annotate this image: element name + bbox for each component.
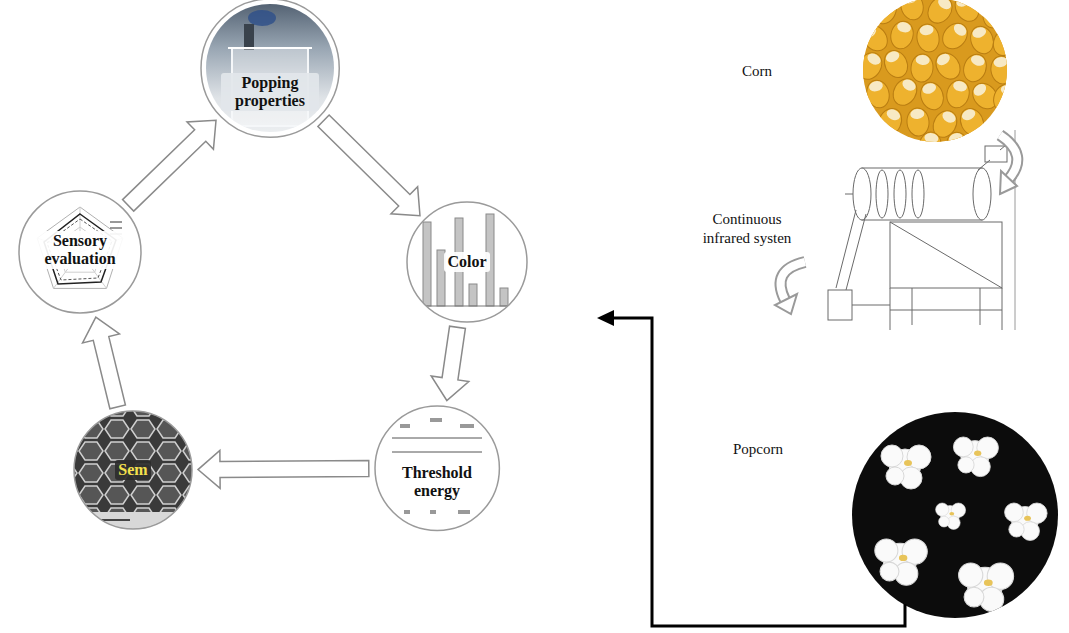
- process-arrow: [1000, 135, 1017, 194]
- circle-border: [407, 202, 527, 322]
- stage-label: Continuous infrared systen: [688, 210, 806, 248]
- node-title: Popping properties: [221, 73, 319, 111]
- text-holder: Threshold energy: [389, 463, 485, 501]
- evaluation-circle: Popping properties: [200, 0, 340, 138]
- text-holder: Sensory evaluation: [32, 231, 128, 269]
- hollow-arrow: [83, 317, 126, 409]
- node-title: Color: [444, 252, 489, 272]
- circle-border: [74, 411, 192, 529]
- feedback-arrow: [597, 310, 905, 626]
- circle-border: [19, 191, 141, 313]
- circle-outline: [200, 0, 340, 138]
- evaluation-circle: Sensory evaluation: [18, 190, 142, 314]
- popping-photo: [200, 0, 340, 140]
- hollow-arrow: [318, 115, 420, 216]
- process-arrow: [775, 262, 805, 314]
- circle-border: [201, 0, 339, 137]
- node-title: Sensory evaluation: [32, 231, 128, 269]
- circle-border: [375, 406, 499, 530]
- text-holder: Sem: [115, 460, 150, 480]
- evaluation-circle: Sem: [73, 410, 193, 530]
- radar-chart-thumbnail: [15, 188, 145, 318]
- infrared-machine-drawing: [828, 130, 1015, 330]
- node-title: Sem: [115, 460, 150, 480]
- stage-label: Popcorn: [733, 440, 813, 459]
- hollow-arrow: [123, 120, 216, 211]
- sem-micrograph: [70, 405, 200, 535]
- hollow-arrow: [431, 326, 469, 400]
- stage-label: Corn: [742, 62, 812, 81]
- evaluation-circle: Color: [406, 201, 528, 323]
- text-holder: Popping properties: [221, 73, 319, 111]
- node-title: Threshold energy: [389, 463, 485, 501]
- hollow-arrow: [198, 450, 369, 488]
- table-thumbnail: [370, 400, 505, 535]
- corn-photo: [853, 0, 1020, 162]
- popcorn-photo: [850, 410, 1062, 622]
- text-holder: Color: [444, 252, 489, 272]
- evaluation-circle: Threshold energy: [374, 405, 500, 531]
